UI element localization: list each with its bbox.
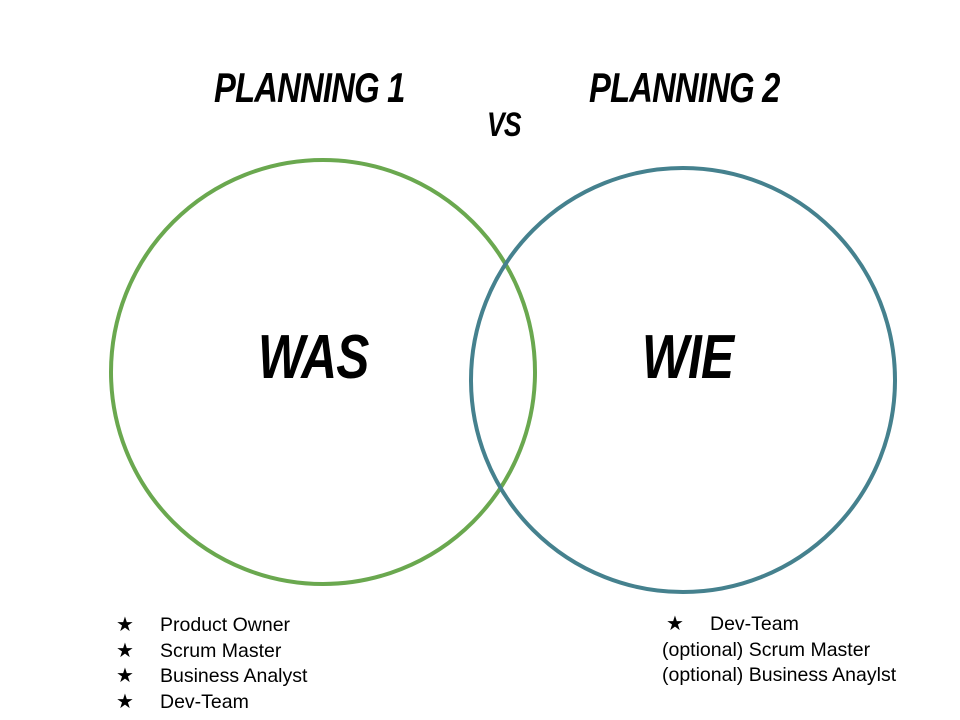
role-label: Scrum Master xyxy=(160,639,282,662)
role-label: Dev-Team xyxy=(710,613,799,635)
was-label: WAS xyxy=(258,323,369,392)
star-icon: ★ xyxy=(116,665,134,688)
role-label: Product Owner xyxy=(160,614,291,636)
list-item: (optional) Scrum Master xyxy=(662,638,896,664)
circle-right xyxy=(469,166,897,594)
planning-2-roles-list: ★ Dev-Team (optional) Scrum Master (optio… xyxy=(662,612,896,689)
list-item: ★ Product Owner xyxy=(116,613,307,639)
list-item: ★ Business Analyst xyxy=(116,664,307,690)
role-label: (optional) Scrum Master xyxy=(662,638,871,661)
circle-left xyxy=(109,158,537,586)
list-item: ★ Dev-Team xyxy=(662,612,896,638)
wie-label: WIE xyxy=(642,323,734,392)
planning-2-title: Planning 2 xyxy=(589,64,780,111)
planning-1-title: Planning 1 xyxy=(214,64,405,111)
list-item: (optional) Business Anaylst xyxy=(662,663,896,689)
list-item: ★ Dev-Team xyxy=(116,690,307,716)
role-label: Business Analyst xyxy=(160,665,308,688)
star-icon: ★ xyxy=(666,613,684,635)
role-label: (optional) Business Anaylst xyxy=(662,664,897,687)
role-label: Dev-Team xyxy=(160,690,249,713)
planning-1-roles-list: ★ Product Owner ★ Scrum Master ★ Business A… xyxy=(116,613,307,715)
star-icon: ★ xyxy=(116,690,134,713)
star-icon: ★ xyxy=(116,614,134,636)
star-icon: ★ xyxy=(116,639,134,662)
vs-label: vs xyxy=(487,106,522,144)
list-item: ★ Scrum Master xyxy=(116,639,307,665)
